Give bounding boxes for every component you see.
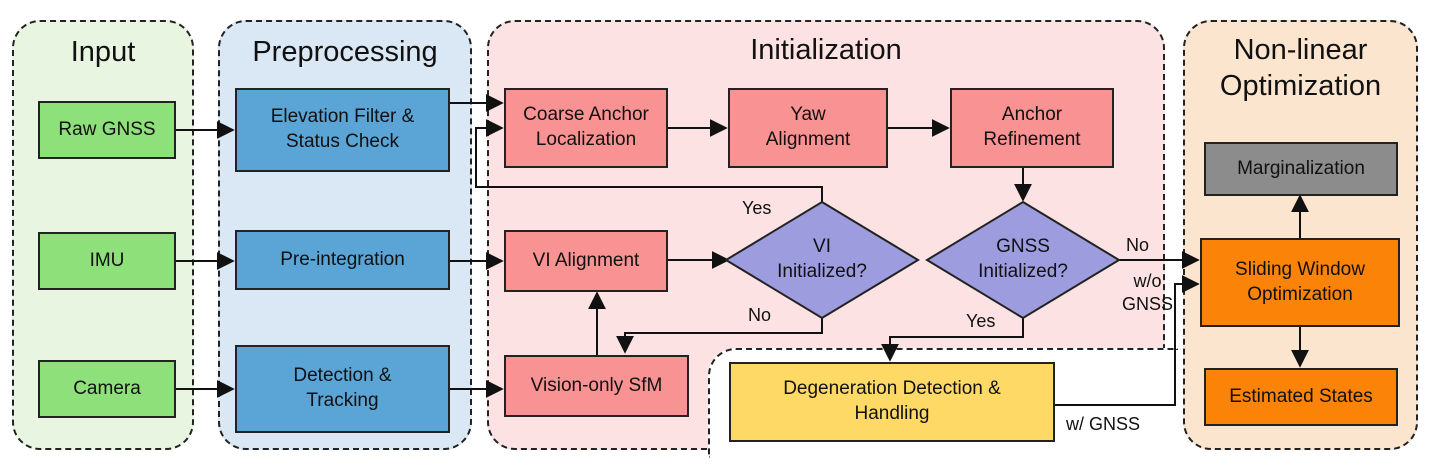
decision-gnss-initialized-shape: [925, 200, 1121, 320]
arrow-gnssinit-yes: [881, 318, 1024, 362]
decision-vi-initialized: VI Initialized?: [777, 236, 867, 282]
label-without-gnss: w/o GNSS: [1122, 271, 1174, 314]
region-preprocessing-title: Preprocessing: [252, 36, 438, 68]
box-estimated-states: Estimated States: [1204, 368, 1398, 426]
arrow-viinit-yes: [475, 119, 823, 202]
decision-vi-initialized-shape: [724, 200, 920, 320]
region-optimization-title: Non-linear Optimization: [1219, 34, 1382, 103]
decision-gnss-initialized: GNSS Initialized?: [978, 236, 1068, 282]
arrow-viinit-no: [616, 318, 823, 354]
label-gnss-yes: Yes: [966, 311, 996, 331]
box-detection-tracking: Detection & Tracking: [235, 345, 450, 433]
box-marginalization: Marginalization: [1204, 142, 1398, 196]
region-initialization-title: Initialization: [750, 34, 902, 66]
box-camera: Camera: [38, 360, 176, 418]
label-with-gnss: w/ GNSS: [1066, 414, 1141, 434]
box-yaw-alignment: Yaw Alignment: [728, 88, 888, 168]
box-vi-alignment: VI Alignment: [504, 230, 668, 292]
label-vi-yes: Yes: [742, 198, 772, 218]
box-pre-integration: Pre-integration: [235, 230, 450, 290]
box-elevation-filter: Elevation Filter & Status Check: [235, 88, 450, 172]
box-raw-gnss: Raw GNSS: [38, 101, 176, 159]
box-vision-sfm: Vision-only SfM: [504, 355, 689, 417]
box-imu: IMU: [38, 232, 176, 290]
box-anchor-refinement: Anchor Refinement: [950, 88, 1114, 168]
label-gnss-no: No: [1126, 235, 1150, 255]
box-sliding-window: Sliding Window Optimization: [1200, 238, 1400, 327]
arrow-degeneration-to-sliding: [1055, 275, 1200, 406]
box-coarse-anchor: Coarse Anchor Localization: [504, 88, 668, 168]
label-vi-no: No: [748, 305, 772, 325]
box-degeneration: Degeneration Detection & Handling: [729, 362, 1055, 442]
region-input-title: Input: [70, 36, 136, 68]
